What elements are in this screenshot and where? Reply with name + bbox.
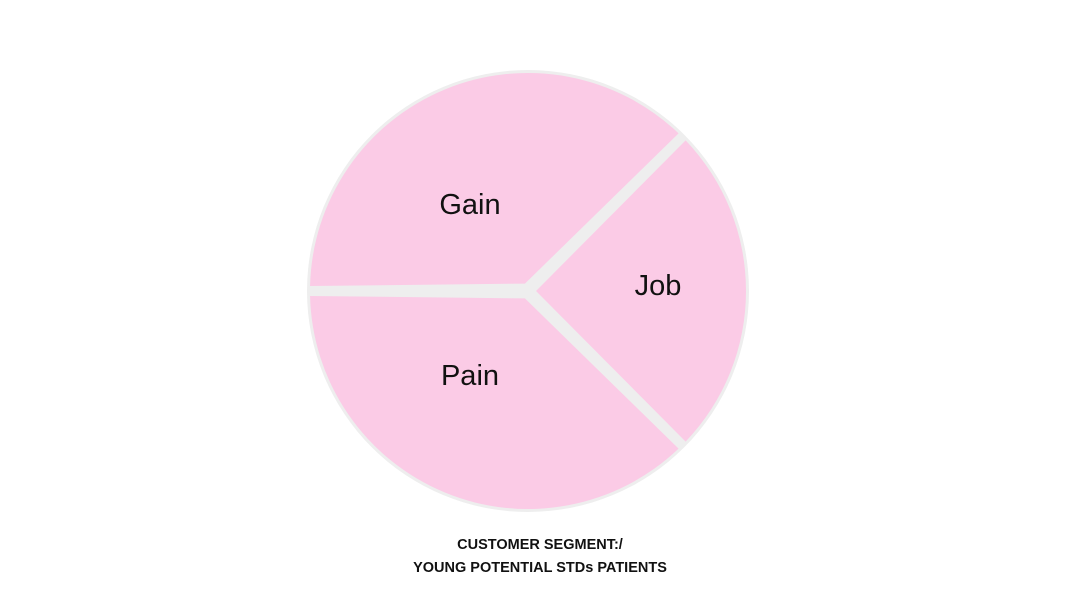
job-sector[interactable] (536, 140, 747, 442)
pain-label: Pain (441, 360, 499, 392)
caption-line-2: YOUNG POTENTIAL STDs PATIENTS (413, 560, 667, 576)
gain-label: Gain (439, 189, 500, 221)
customer-segment-caption: CUSTOMER SEGMENT:/ YOUNG POTENTIAL STDs … (0, 534, 1080, 580)
caption-line-1: CUSTOMER SEGMENT:/ (457, 537, 623, 553)
pain-sector[interactable] (310, 295, 679, 509)
job-label: Job (635, 270, 682, 302)
gain-sector[interactable] (310, 72, 679, 287)
